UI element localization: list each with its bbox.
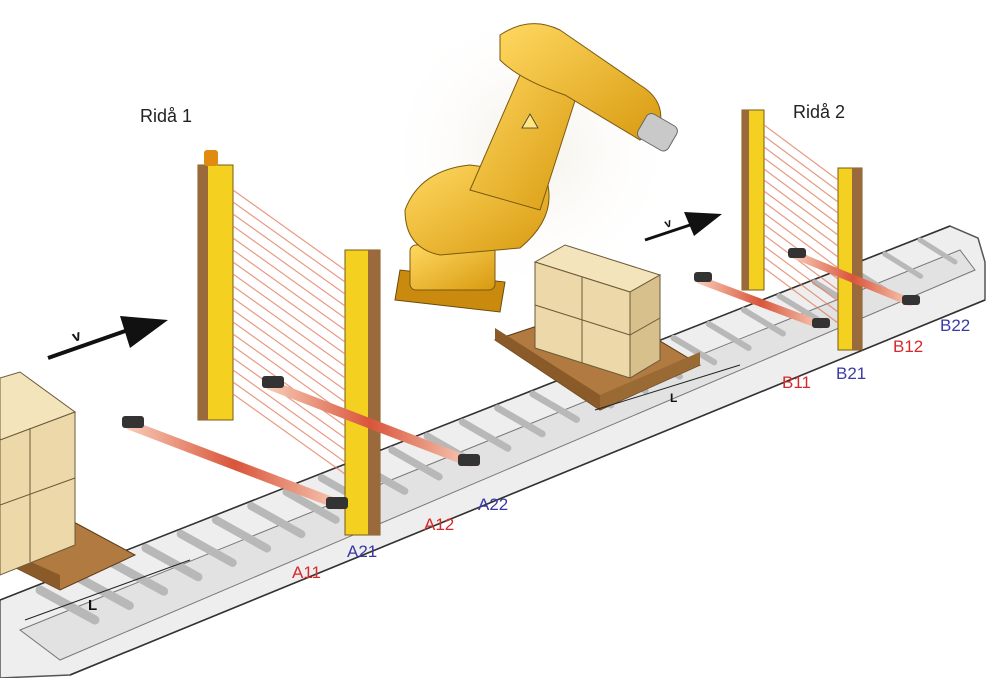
light-beam [763, 179, 839, 236]
light-beam [232, 249, 346, 331]
light-beam [232, 333, 346, 415]
roller [917, 237, 958, 265]
light-beam [232, 393, 346, 475]
roller [176, 529, 237, 567]
light-beam [232, 261, 346, 343]
roller [106, 557, 169, 596]
sensor-label-a11: A11 [292, 563, 321, 582]
direction-label: v [663, 215, 674, 230]
light-beam [763, 124, 839, 181]
sensor-label-b12: B12 [893, 337, 923, 356]
length-marker [24, 364, 741, 621]
direction-arrow-icon [47, 212, 722, 360]
length-label: L [670, 391, 677, 405]
sensor-label-a21: A21 [347, 542, 377, 561]
light-beam [763, 234, 839, 291]
light-beam [232, 225, 346, 307]
light-beam [232, 273, 346, 355]
light-beam [232, 309, 346, 391]
light-beam [763, 201, 839, 258]
roller [282, 488, 340, 524]
light-beam [763, 168, 839, 225]
box-stack-icon [0, 371, 137, 591]
robot-arm-icon [380, 0, 680, 313]
roller [882, 251, 924, 279]
light-beam [232, 237, 346, 319]
light-beam [232, 201, 346, 283]
light-beam [232, 189, 346, 271]
light-beam [232, 285, 346, 367]
light-beam [232, 381, 346, 463]
direction-label: v [70, 327, 84, 346]
box-stack-icon [493, 244, 702, 411]
photo-sensor-icon [122, 248, 920, 510]
roller [70, 571, 134, 611]
light-beam [763, 157, 839, 214]
sensor-label-b11: B11 [782, 373, 811, 392]
length-label: L [88, 597, 97, 614]
light-beam [232, 357, 346, 439]
sensor-label-b22: B22 [940, 316, 970, 335]
light-beam [763, 135, 839, 192]
sensor-label-a12: A12 [424, 515, 454, 534]
light-beam [232, 345, 346, 427]
roller [741, 307, 786, 337]
roller [670, 334, 718, 366]
roller [776, 293, 821, 323]
light-beam [763, 212, 839, 269]
roller [494, 404, 546, 438]
roller [458, 418, 512, 452]
light-beam [763, 146, 839, 203]
roller [211, 515, 272, 553]
light-beam [232, 369, 346, 451]
sensor-label-b21: B21 [836, 364, 866, 383]
roller [529, 390, 580, 423]
light-beam [763, 190, 839, 247]
light-curtain-icon [197, 109, 863, 536]
roller [705, 321, 752, 351]
light-beam [763, 256, 839, 313]
light-beam [763, 245, 839, 302]
light-beam [763, 267, 839, 324]
roller [388, 446, 443, 481]
curtain-2-title: Ridå 2 [793, 102, 845, 122]
roller [141, 543, 203, 582]
roller [247, 501, 306, 539]
light-beam [232, 297, 346, 379]
curtain-1-title: Ridå 1 [140, 106, 192, 126]
light-beam [232, 321, 346, 403]
light-beam [232, 213, 346, 295]
sensor-label-a22: A22 [478, 495, 508, 514]
